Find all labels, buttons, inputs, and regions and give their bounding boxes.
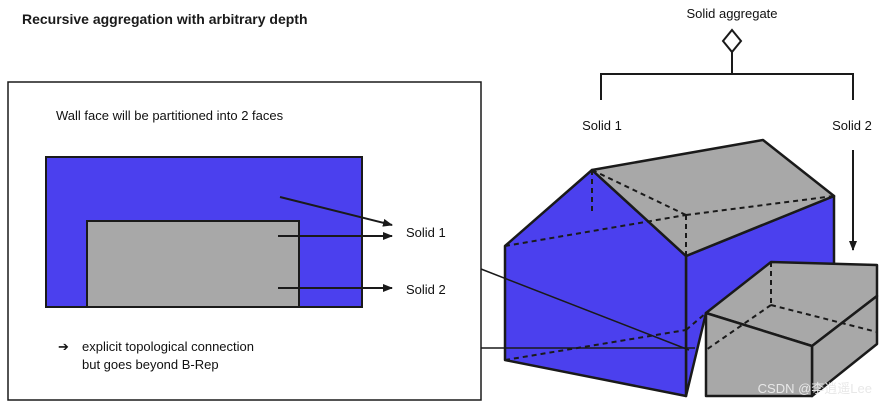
note-line-2: but goes beyond B-Rep [82,357,219,372]
connector-top [480,268,690,351]
detail-solid1-label: Solid 1 [406,225,446,240]
diagram-title: Recursive aggregation with arbitrary dep… [22,11,308,27]
aggregation-diamond [721,28,743,54]
note-line-1: explicit topological connection [82,339,254,354]
box-front-face [704,311,814,398]
watermark-text: CSDN @李逍遥Lee [758,381,872,396]
house-hidden-edges [504,169,835,361]
house-gable-wall [503,168,688,398]
arrow-blue-to-solid1 [279,196,393,227]
detail-caption: Wall face will be partitioned into 2 fac… [56,108,284,123]
house-roof [590,138,836,258]
wall-face-gray-partition [86,220,300,308]
tree-solid2-label: Solid 2 [832,118,872,133]
detail-solid2-label: Solid 2 [406,282,446,297]
aggregation-tree: Solid aggregate Solid 1 Solid 2 [582,6,872,251]
note-bullet-icon: ➔ [58,339,69,354]
box-solid2 [704,260,879,398]
box-hidden-edges [705,262,878,351]
solid-aggregate-label: Solid aggregate [686,6,777,21]
tree-solid1-label: Solid 1 [582,118,622,133]
